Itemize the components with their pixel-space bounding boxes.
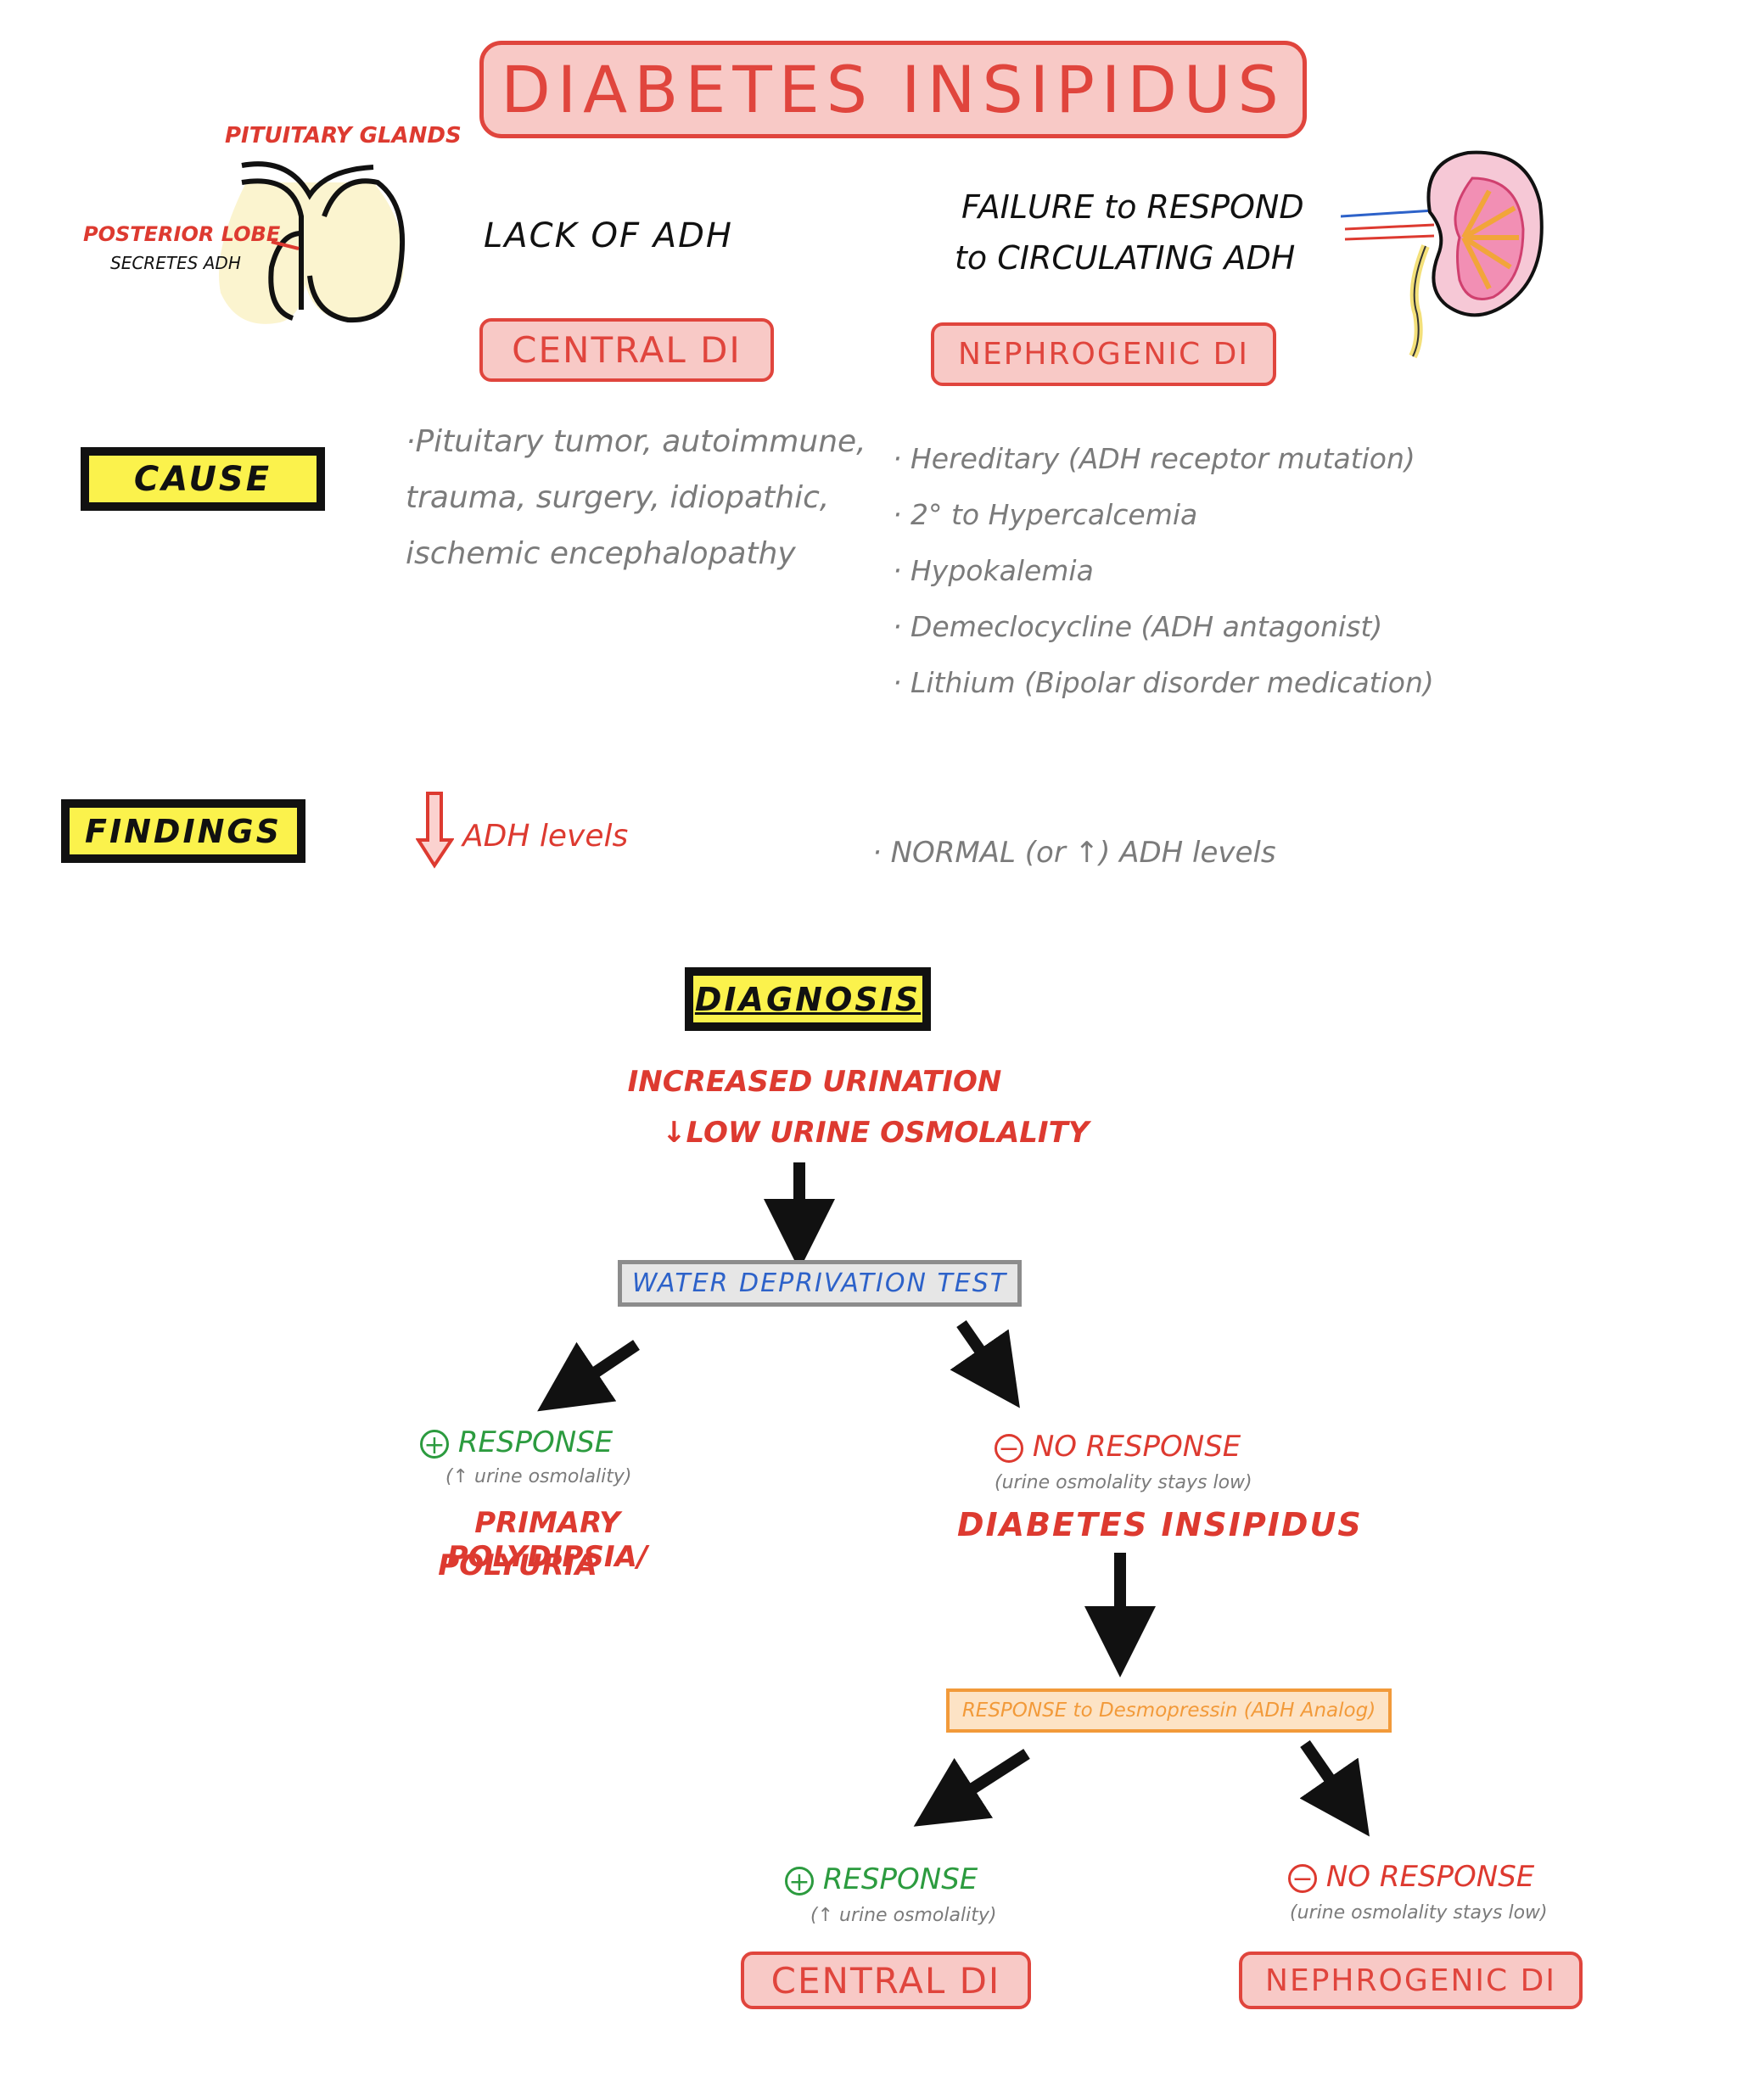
nephrogenic-di-label: NEPHROGENIC DI — [931, 322, 1276, 386]
final-negative-note: (urine osmolality stays low) — [1290, 1902, 1548, 1924]
positive-result-line-2: POLYURIA — [438, 1548, 597, 1582]
water-deprivation-test-label: WATER DEPRIVATION TEST — [631, 1268, 1008, 1298]
plus-circle-icon: + — [420, 1429, 449, 1459]
final-central-di-label: CENTRAL DI — [741, 1952, 1031, 2009]
arrow-to-positive — [537, 1340, 640, 1412]
final-negative-response: − NO RESPONSE — [1288, 1860, 1534, 1894]
desmopressin-test-label: RESPONSE to Desmopressin (ADH Analog) — [961, 1700, 1376, 1722]
posterior-lobe-note: SECRETES ADH — [110, 253, 241, 273]
negative-result: DIABETES INSIPIDUS — [957, 1506, 1363, 1543]
final-positive-note: (↑ urine osmolality) — [810, 1905, 997, 1926]
nephrogenic-causes-list: · Hereditary (ADH receptor mutation) · 2… — [893, 437, 1434, 717]
nephrogenic-description-2: to CIRCULATING ADH — [955, 239, 1296, 277]
diagnosis-heading: DIAGNOSIS — [685, 967, 931, 1031]
central-cause-item: ischemic encephalopathy — [406, 536, 796, 571]
central-description: LACK OF ADH — [484, 216, 733, 255]
down-arrow-icon: ↓ — [662, 1116, 686, 1150]
pituitary-gland-illustration — [219, 161, 406, 324]
pituitary-glands-label: PITUITARY GLANDS — [225, 123, 462, 148]
arrow-to-final-positive — [913, 1749, 1030, 1827]
nephrogenic-cause-item: · Hereditary (ADH receptor mutation) — [893, 442, 1415, 475]
water-deprivation-test-box: WATER DEPRIVATION TEST — [618, 1260, 1022, 1307]
nephrogenic-description-1: FAILURE to RESPOND — [961, 188, 1304, 226]
central-finding: ADH levels — [462, 819, 629, 854]
symptom-line-2: LOW URINE OSMOLALITY — [686, 1116, 1090, 1150]
symptom-line-1: INCREASED URINATION — [627, 1065, 1002, 1099]
central-causes-list: ·Pituitary tumor, autoimmune, trauma, su… — [406, 420, 866, 588]
posterior-lobe-label: POSTERIOR LOBE — [83, 222, 281, 246]
central-cause-item: trauma, surgery, idiopathic, — [406, 480, 830, 515]
final-nephrogenic-di-label: NEPHROGENIC DI — [1239, 1952, 1583, 2009]
nephrogenic-cause-item: · 2° to Hypercalcemia — [893, 498, 1198, 531]
cause-heading: CAUSE — [81, 447, 325, 511]
negative-response: − NO RESPONSE — [995, 1430, 1241, 1464]
arrow-to-negative — [950, 1320, 1020, 1408]
positive-response-note: (↑ urine osmolality) — [445, 1466, 632, 1487]
findings-heading: FINDINGS — [61, 799, 305, 863]
positive-result-line-1: PRIMARY POLYDIPSIA/ — [446, 1506, 648, 1574]
minus-circle-icon: − — [995, 1433, 1023, 1463]
nephrogenic-cause-item: · Hypokalemia — [893, 554, 1094, 587]
title-banner: DIABETES INSIPIDUS — [479, 41, 1307, 138]
plus-circle-icon: + — [785, 1866, 814, 1896]
central-di-label: CENTRAL DI — [479, 318, 774, 382]
desmopressin-test-box: RESPONSE to Desmopressin (ADH Analog) — [946, 1688, 1392, 1733]
nephrogenic-cause-item: · Lithium (Bipolar disorder medication) — [893, 666, 1434, 699]
negative-response-note: (urine osmolality stays low) — [995, 1472, 1252, 1493]
down-arrow-icon — [416, 792, 454, 869]
positive-response: + RESPONSE — [420, 1425, 613, 1459]
page-title: DIABETES INSIPIDUS — [501, 52, 1286, 127]
kidney-illustration — [1341, 150, 1544, 359]
arrow-to-final-negative — [1299, 1740, 1370, 1837]
symptom-line-2-row: ↓LOW URINE OSMOLALITY — [662, 1116, 1089, 1150]
central-cause-item: ·Pituitary tumor, autoimmune, — [406, 424, 866, 459]
nephrogenic-cause-item: · Demeclocycline (ADH antagonist) — [893, 610, 1383, 643]
minus-circle-icon: − — [1288, 1863, 1317, 1893]
nephrogenic-finding: · NORMAL (or ↑) ADH levels — [872, 836, 1276, 870]
final-positive-response: + RESPONSE — [785, 1862, 978, 1896]
